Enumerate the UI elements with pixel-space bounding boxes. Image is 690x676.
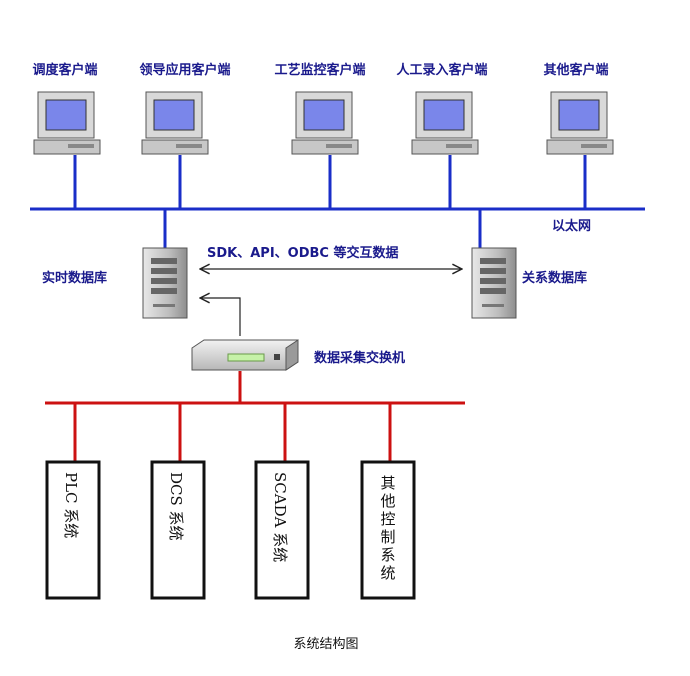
client-node: 其他客户端 bbox=[543, 62, 614, 155]
client-label: 领导应用客户端 bbox=[139, 62, 230, 78]
switch-uplink-arrow bbox=[200, 298, 241, 336]
field-system-label: DCS 系统 bbox=[167, 472, 185, 541]
client-node: 领导应用客户端 bbox=[139, 62, 231, 155]
client-terminals: 调度客户端 领导应用客户端 工艺监控客户端 bbox=[32, 62, 614, 155]
computer-icon bbox=[546, 91, 614, 155]
data-exchange-label: SDK、API、ODBC 等交互数据 bbox=[207, 245, 398, 261]
ethernet-label: 以太网 bbox=[552, 218, 591, 234]
field-system-label: PLC 系统 bbox=[62, 472, 80, 538]
client-node: 工艺监控客户端 bbox=[274, 62, 366, 155]
computer-icon bbox=[291, 91, 359, 155]
diagram-caption: 系统结构图 bbox=[293, 637, 358, 652]
client-label: 人工录入客户端 bbox=[396, 62, 487, 78]
realtime-db-server-icon bbox=[142, 247, 188, 319]
field-bus bbox=[45, 371, 465, 462]
relational-db-server-icon bbox=[471, 247, 517, 319]
field-system-box: DCS 系统 bbox=[150, 460, 206, 600]
field-system-label: 其他控制系统 bbox=[380, 474, 395, 582]
client-label: 工艺监控客户端 bbox=[274, 62, 365, 78]
switch-icon bbox=[191, 339, 299, 371]
computer-icon bbox=[141, 91, 209, 155]
realtime-db-label: 实时数据库 bbox=[42, 270, 107, 286]
switch-label: 数据采集交换机 bbox=[314, 350, 405, 366]
relational-db-label: 关系数据库 bbox=[522, 270, 587, 286]
field-system-box: PLC 系统 bbox=[45, 460, 101, 600]
client-label: 其他客户端 bbox=[543, 62, 608, 78]
computer-icon bbox=[411, 91, 479, 155]
field-system-label: SCADA 系统 bbox=[271, 472, 289, 562]
field-system-box: SCADA 系统 bbox=[254, 460, 310, 600]
client-node: 调度客户端 bbox=[32, 62, 101, 155]
client-label: 调度客户端 bbox=[32, 62, 97, 78]
computer-icon bbox=[33, 91, 101, 155]
ethernet-bus bbox=[30, 155, 645, 248]
field-system-box: 其他控制系统 bbox=[360, 460, 416, 600]
client-node: 人工录入客户端 bbox=[396, 62, 488, 155]
